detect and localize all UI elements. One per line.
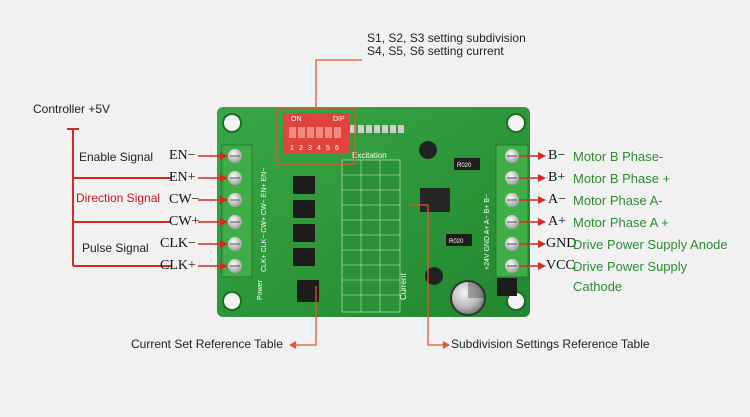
current-table-label: Current Set Reference Table [131,337,283,351]
right-header-pin-text: +24V GND A+ A− B+ B− [484,194,491,270]
right-terminal-screws [505,149,519,273]
top-header-pins [350,125,404,133]
excitation-text: Excitation [352,151,387,160]
current-table-leader [295,286,317,346]
current-text: Current [399,273,408,300]
label-motor-b-phase-plus: Motor B Phase + [573,171,671,186]
resistor-r020-b [446,234,472,246]
pin-gnd: GND [546,236,577,251]
callout-lines [276,59,444,346]
r020-a-text: R020 [457,163,472,169]
enable-signal-label: Enable Signal [79,150,154,164]
pulse-signal-label: Pulse Signal [82,241,149,255]
pin-clk-plus: CLK+ [160,258,196,273]
power-jack [497,278,517,296]
svg-text:2: 2 [299,145,303,152]
label-power-cathode: Cathode [573,279,623,294]
label-motor-phase-a-plus: Motor Phase A + [573,215,669,230]
pin-a-plus: A+ [548,214,567,229]
resistor-r020-a [454,158,480,170]
sense-chip [420,188,450,212]
label-motor-b-phase-minus: Motor B Phase- [573,149,664,164]
label-motor-phase-a-minus: Motor Phase A- [573,193,663,208]
mount-hole-tr [506,113,526,133]
pin-b-plus: B+ [548,170,566,185]
signal-leads [198,155,221,267]
inductor-top [419,141,437,159]
pin-clk-minus: CLK− [160,236,196,251]
dip-numbers: 1 2 3 4 5 6 [290,145,339,152]
svg-text:4: 4 [317,145,321,152]
signal-bracket [67,128,171,267]
svg-text:5: 5 [326,145,330,152]
mount-hole-bl [222,291,242,311]
inductor-bottom [425,267,443,285]
reference-table-grid [342,160,400,312]
electrolytic-capacitor [450,280,486,316]
dip-on-text: ON [291,116,302,123]
pin-a-minus: A− [548,192,567,207]
svg-text:1: 1 [290,145,294,152]
left-header-pin-text: CLK+ CLK− CW+ CW− EN+ EN− [261,168,268,272]
mount-hole-tl [222,113,242,133]
output-arrows [519,155,540,267]
direction-signal-label: Direction Signal [76,191,161,205]
right-terminal-block [495,144,529,278]
pin-en-plus: EN+ [169,170,196,185]
left-terminal-block [221,144,253,278]
dip-note-line1: S1, S2, S3 setting subdivision [367,31,526,45]
pin-en-minus: EN− [169,148,196,163]
pin-cw-plus: CW+ [169,214,200,229]
driver-ic [297,280,319,302]
label-power-supply: Drive Power Supply [573,259,688,274]
callout-arrowheads [289,341,450,349]
pin-cw-minus: CW− [169,192,200,207]
pin-vcc: VCC [546,258,575,273]
power-text: Power [257,279,264,300]
left-terminal-screws [228,149,242,273]
dip-note-line2: S4, S5, S6 setting current [367,44,504,58]
signal-arrowheads [220,152,228,270]
dip-dip-text: DIP [333,116,345,123]
svg-text:3: 3 [308,145,312,152]
controller-label: Controller +5V [33,102,111,116]
pin-b-minus: B− [548,148,566,163]
reference-table-silkscreen [341,159,401,313]
optocouplers [293,176,315,266]
subdivision-table-label: Subdivision Settings Reference Table [451,337,650,351]
svg-text:6: 6 [335,145,339,152]
subdivision-table-leader [410,204,444,346]
dip-callout-leader [315,59,362,108]
label-power-anode: Drive Power Supply Anode [573,237,728,252]
output-arrowheads [538,152,546,270]
dip-switch-levers [289,127,341,138]
r020-b-text: R020 [449,239,464,245]
